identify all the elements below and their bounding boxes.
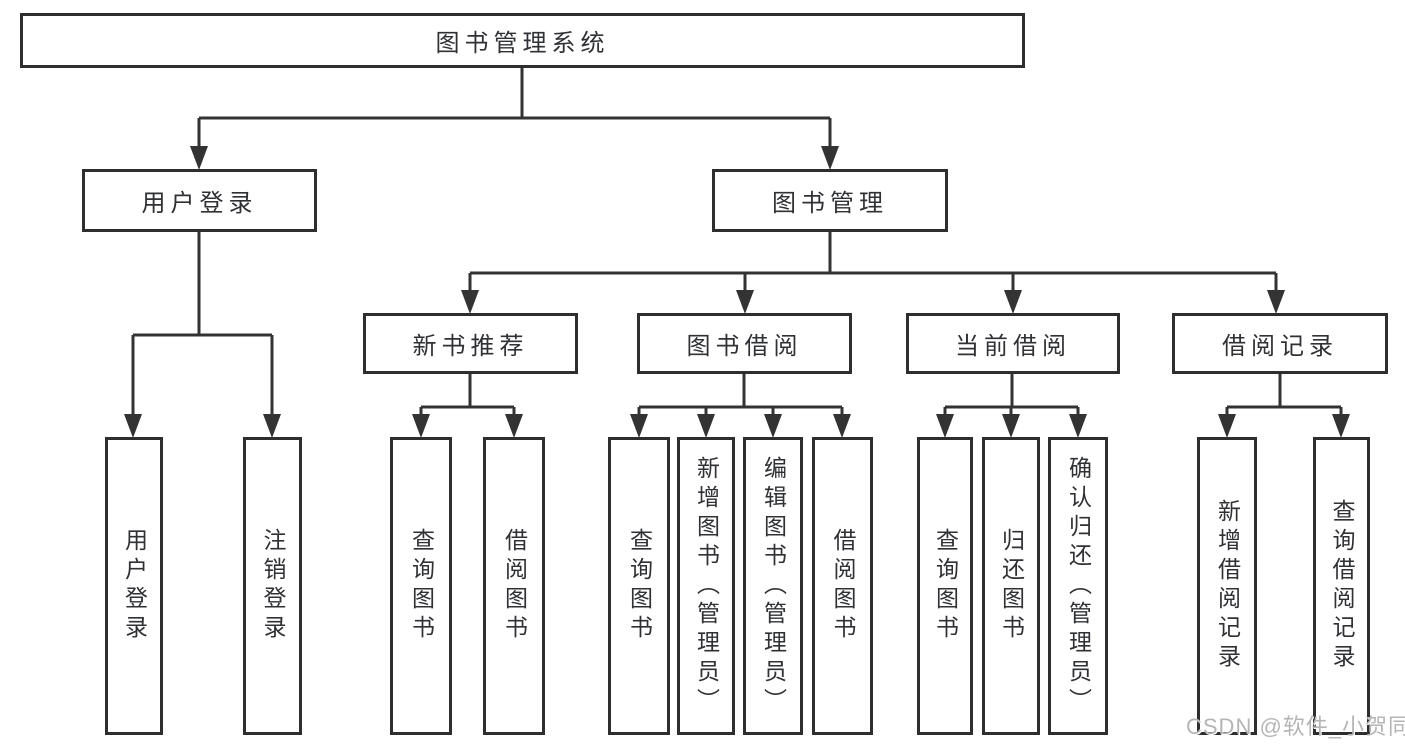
csdn-watermark: CSDN @软件_小贺同学 (1186, 714, 1405, 739)
leaf-query-borrow-record: 查询借阅记录 (1313, 437, 1370, 735)
leaf-user-login: 用户登录 (105, 437, 163, 735)
connector-book-management-to-level3 (468, 232, 1278, 296)
leaf-edit-books-admin: 编辑图书（管理员） (743, 437, 803, 735)
node-book-management: 图书管理 (712, 169, 948, 232)
node-new-book-recommend: 新书推荐 (363, 313, 578, 374)
leaf-return-books: 归还图书 (982, 437, 1040, 735)
node-borrowing-records: 借阅记录 (1172, 313, 1388, 374)
connector-root-to-level2 (197, 68, 832, 152)
leaf-query-books-current: 查询图书 (917, 437, 973, 735)
node-book-borrowing: 图书借阅 (637, 313, 852, 374)
leaf-borrow-books-borrowing: 借阅图书 (812, 437, 873, 735)
leaf-query-books-borrowing: 查询图书 (608, 437, 670, 735)
leaf-logout: 注销登录 (243, 437, 302, 735)
leaf-confirm-return-admin: 确认归还（管理员） (1048, 437, 1108, 735)
connector-user-login-to-leaves (131, 232, 274, 420)
leaf-add-borrow-record: 新增借阅记录 (1197, 437, 1257, 735)
connector-book-borrowing-to-leaves (637, 374, 844, 420)
connector-new-book-recommend-to-leaves (419, 374, 516, 420)
arrowheads (124, 146, 1350, 438)
leaf-borrow-books-recommend: 借阅图书 (483, 437, 545, 735)
node-current-borrowing: 当前借阅 (906, 313, 1120, 374)
leaf-query-books-recommend: 查询图书 (390, 437, 452, 735)
connector-borrowing-records-to-leaves (1225, 374, 1343, 420)
connector-current-borrowing-to-leaves (943, 374, 1080, 420)
node-user-login: 用户登录 (82, 169, 317, 232)
node-root: 图书管理系统 (20, 13, 1025, 68)
leaf-add-books-admin: 新增图书（管理员） (677, 437, 735, 735)
